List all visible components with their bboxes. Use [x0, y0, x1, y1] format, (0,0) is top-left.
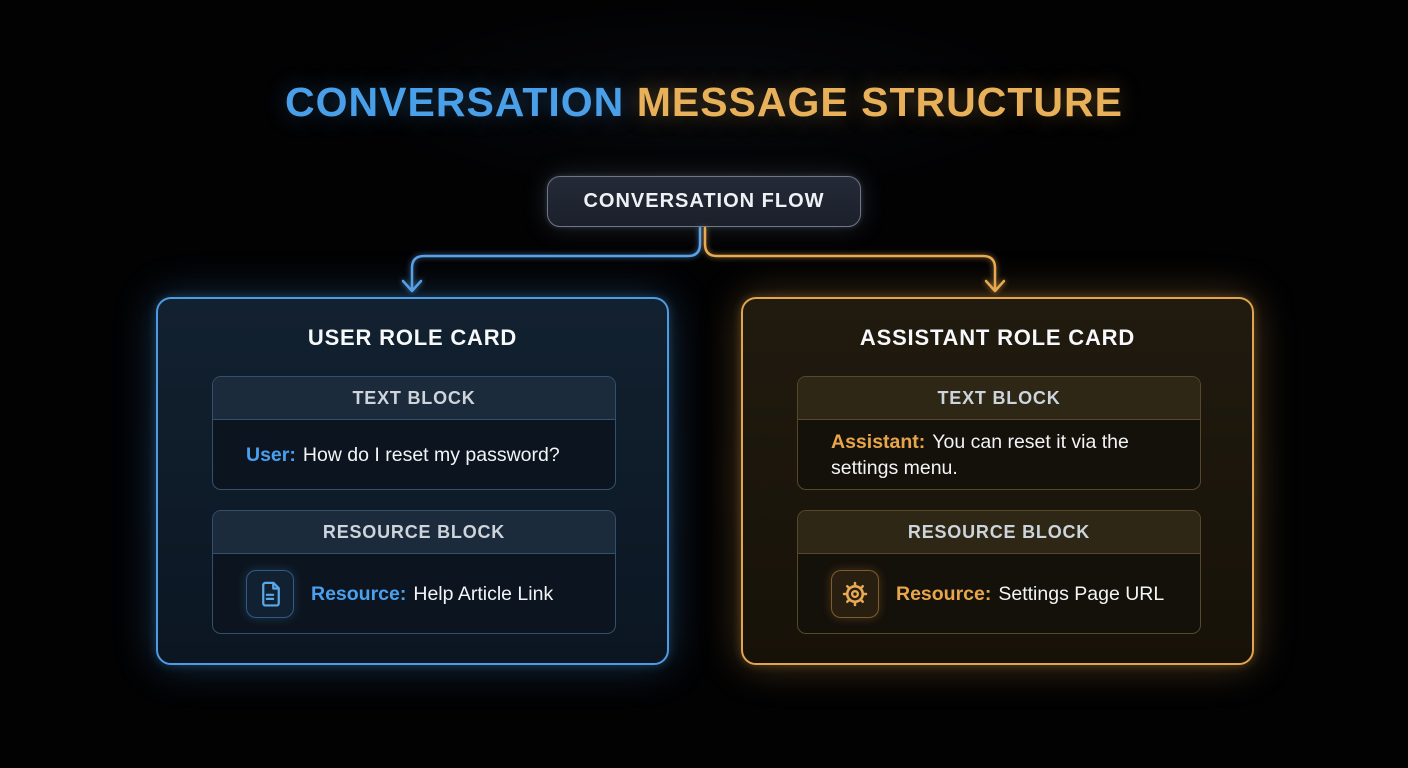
user-text-block: TEXT BLOCK User: How do I reset my passwo… — [212, 376, 616, 490]
user-message: User: How do I reset my password? — [246, 442, 560, 468]
user-role-card: USER ROLE CARD TEXT BLOCK User: How do I … — [156, 297, 669, 665]
assistant-resource: Resource: Settings Page URL — [896, 581, 1164, 607]
assistant-message: Assistant:You can reset it via the setti… — [831, 429, 1178, 481]
assistant-resource-label: Resource: — [896, 582, 992, 605]
user-text-block-header: TEXT BLOCK — [213, 377, 615, 420]
user-resource-block: RESOURCE BLOCK Resource: Help Article Lin… — [212, 510, 616, 634]
assistant-role-card: ASSISTANT ROLE CARD TEXT BLOCK Assistant… — [741, 297, 1254, 665]
arrowhead-down-blue — [401, 279, 423, 293]
assistant-resource-block-body: Resource: Settings Page URL — [798, 554, 1200, 633]
user-resource-label: Resource: — [311, 582, 407, 605]
user-text-block-body: User: How do I reset my password? — [213, 420, 615, 489]
page-title-space — [624, 79, 636, 125]
arrowhead-down-orange — [984, 279, 1006, 293]
page-title-message-structure: MESSAGE STRUCTURE — [636, 79, 1123, 125]
user-speaker-label: User: — [246, 443, 296, 466]
user-message-text: How do I reset my password? — [302, 443, 560, 466]
assistant-text-block-header: TEXT BLOCK — [798, 377, 1200, 420]
gear-icon — [831, 569, 879, 618]
page-title: CONVERSATION MESSAGE STRUCTURE — [0, 79, 1408, 126]
assistant-speaker-label: Assistant: — [831, 430, 926, 453]
assistant-text-block-body: Assistant:You can reset it via the setti… — [798, 420, 1200, 489]
conversation-flow-node: CONVERSATION FLOW — [547, 176, 861, 227]
assistant-resource-value: Settings Page URL — [998, 582, 1165, 605]
user-resource: Resource: Help Article Link — [311, 581, 553, 607]
user-resource-value: Help Article Link — [413, 582, 554, 605]
branch-arrow-to-assistant-card — [703, 226, 1006, 293]
user-role-card-title: USER ROLE CARD — [307, 325, 518, 350]
page-title-conversation: CONVERSATION — [285, 79, 625, 125]
assistant-role-card-title: ASSISTANT ROLE CARD — [859, 325, 1136, 350]
user-resource-block-body: Resource: Help Article Link — [213, 554, 615, 633]
branch-arrow-to-user-card — [401, 226, 702, 293]
conversation-flow-label: CONVERSATION FLOW — [583, 190, 825, 212]
assistant-resource-block-header: RESOURCE BLOCK — [798, 511, 1200, 554]
user-resource-block-header: RESOURCE BLOCK — [213, 511, 615, 554]
document-icon — [246, 569, 294, 618]
assistant-resource-block: RESOURCE BLOCK Resource: Settings Page UR… — [797, 510, 1201, 634]
assistant-text-block: TEXT BLOCK Assistant:You can reset it vi… — [797, 376, 1201, 490]
assistant-message-text: You can reset it via the settings menu. — [831, 430, 1129, 479]
